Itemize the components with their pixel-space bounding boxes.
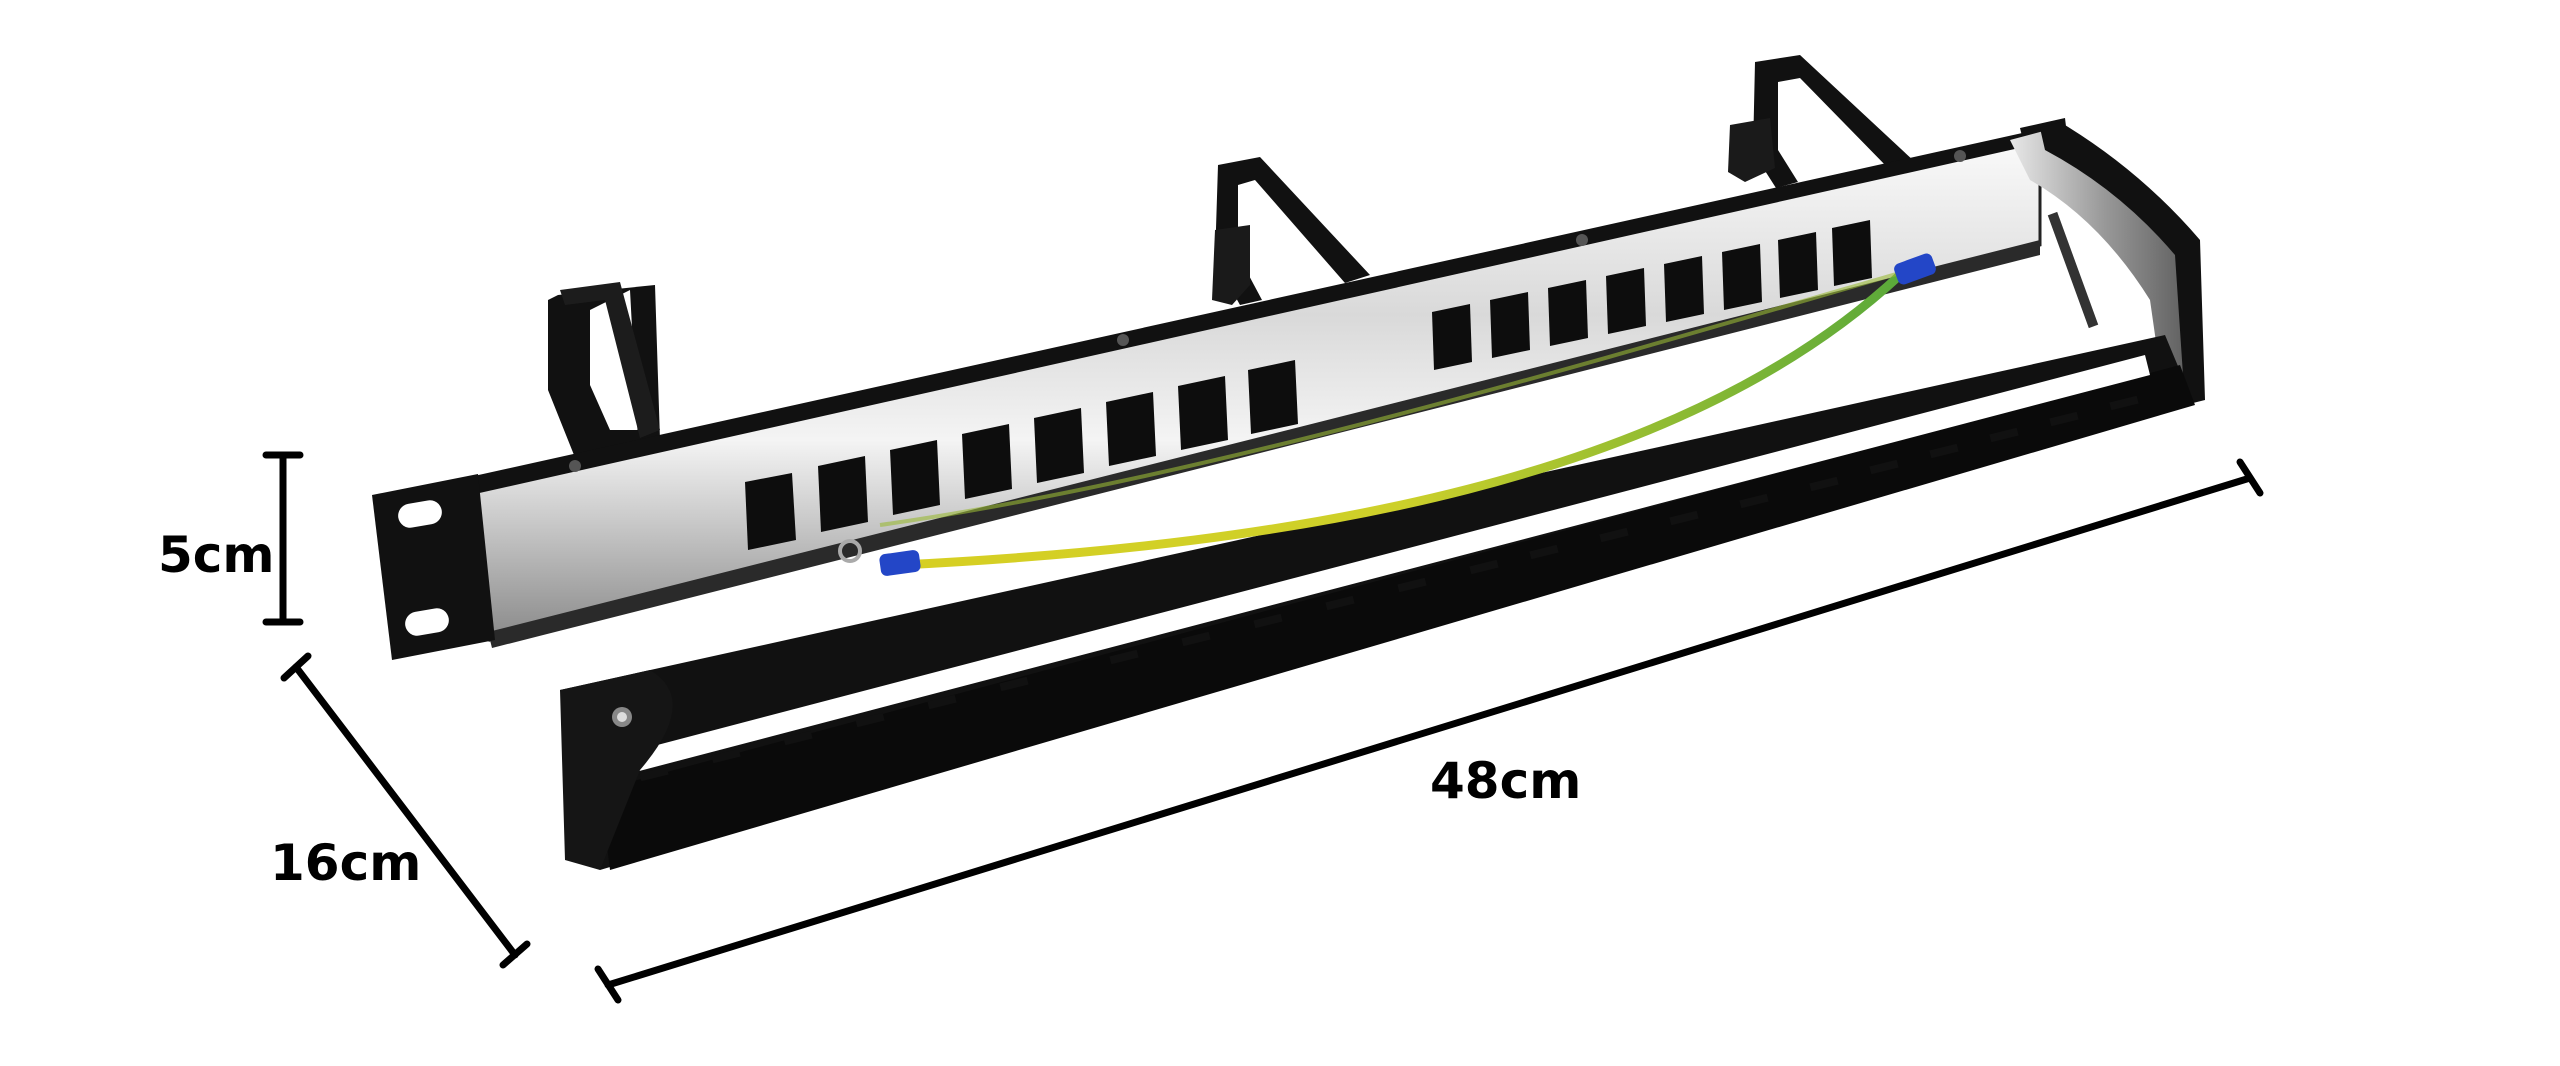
blue-connector-left [879,550,921,576]
dimension-length: 48cm [594,458,2264,1004]
length-label: 48cm [1430,752,1581,810]
depth-label: 16cm [270,834,421,892]
blue-connector-right [1894,253,1936,285]
cable-management-rings [548,55,1915,470]
mounting-ear-left [372,474,495,660]
height-label: 5cm [158,526,275,584]
ground-wire [838,253,1936,576]
dimension-depth: 16cm [270,652,531,969]
patch-panel [372,55,2205,870]
dimension-height: 5cm [158,451,304,626]
port-cutouts-left [745,360,1298,550]
plate-screws [569,150,1966,472]
ring-terminal-left [838,539,862,563]
cable-support-tray [560,335,2195,870]
port-cutouts-right [1432,220,1872,370]
tray-tie-slots [639,395,2139,782]
